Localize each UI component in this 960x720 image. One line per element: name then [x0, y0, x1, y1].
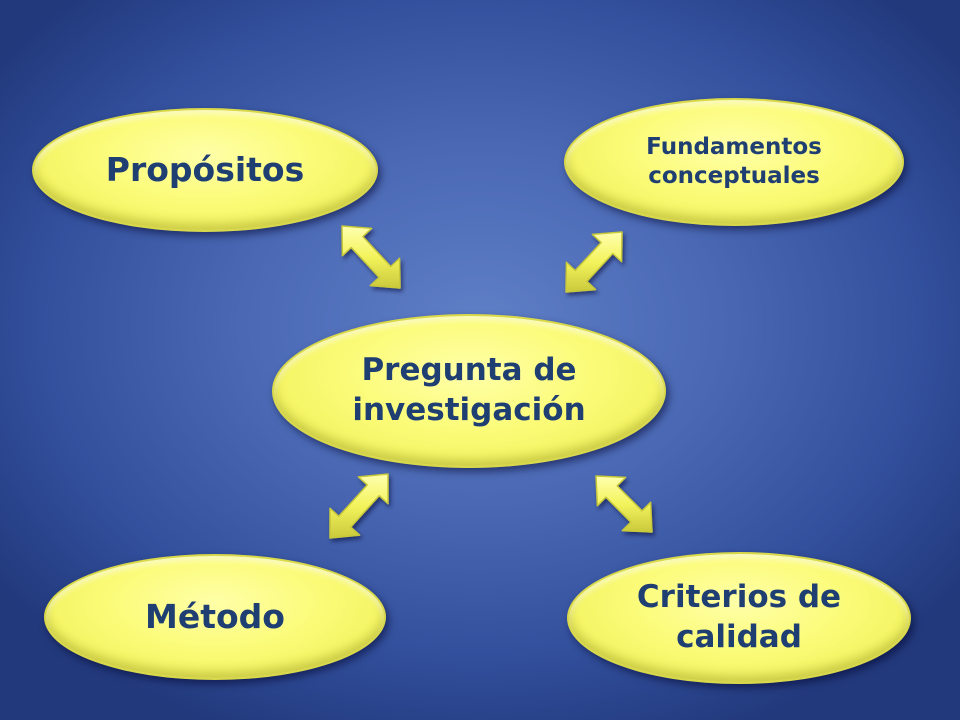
node-fundamentos-label: Fundamentos conceptuales [646, 133, 822, 192]
node-propositos-label: Propósitos [105, 149, 305, 189]
node-fundamentos-conceptuales: Fundamentos conceptuales [564, 98, 904, 226]
node-pregunta-label: Pregunta de investigación [352, 351, 585, 430]
node-fundamentos-line-2: conceptuales [648, 163, 820, 189]
node-criterios-de-calidad: Criterios de calidad [567, 552, 911, 684]
node-pregunta-line-1: Pregunta de [361, 352, 577, 389]
node-pregunta-line-2: investigación [352, 392, 586, 428]
node-criterios-label: Criterios de calidad [637, 578, 841, 657]
arrow-fundamentos-shape [565, 231, 623, 293]
double-arrow-criterios [595, 475, 653, 533]
arrow-criterios-shape [595, 475, 653, 533]
node-criterios-line-1: Criterios de [636, 579, 842, 616]
node-propositos: Propósitos [32, 108, 378, 232]
arrow-propositos-shape [341, 225, 401, 289]
node-criterios-line-2: calidad [676, 619, 802, 655]
node-fundamentos-line-1: Fundamentos [646, 133, 822, 160]
node-pregunta-de-investigacion: Pregunta de investigación [272, 314, 666, 468]
double-arrow-fundamentos [565, 231, 623, 293]
arrow-metodo-shape [329, 473, 389, 539]
node-metodo-label: Método [145, 596, 285, 636]
node-metodo: Método [44, 554, 386, 680]
double-arrow-metodo [329, 473, 389, 539]
double-arrow-propositos [341, 225, 401, 289]
